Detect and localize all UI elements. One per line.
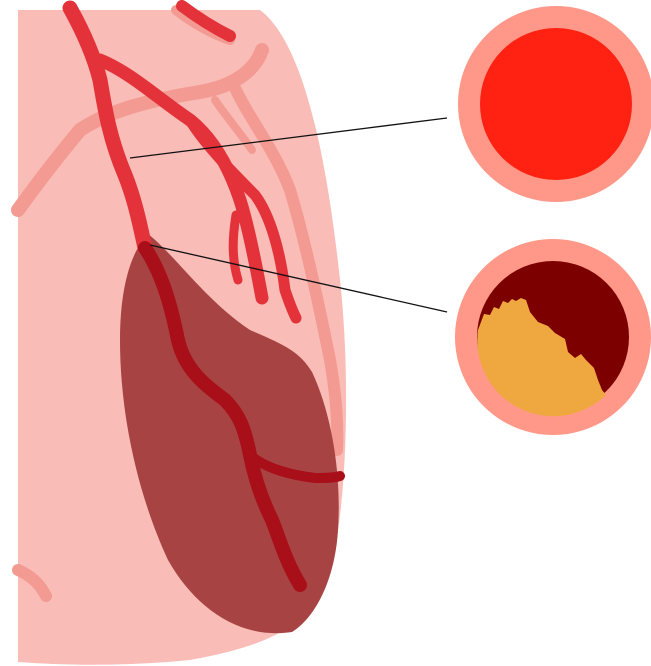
healthy-artery-cross-section: [458, 6, 651, 202]
blocked-artery-cross-section: [455, 239, 651, 435]
artery-branch-short: [233, 215, 238, 280]
healthy-lumen: [480, 28, 632, 180]
